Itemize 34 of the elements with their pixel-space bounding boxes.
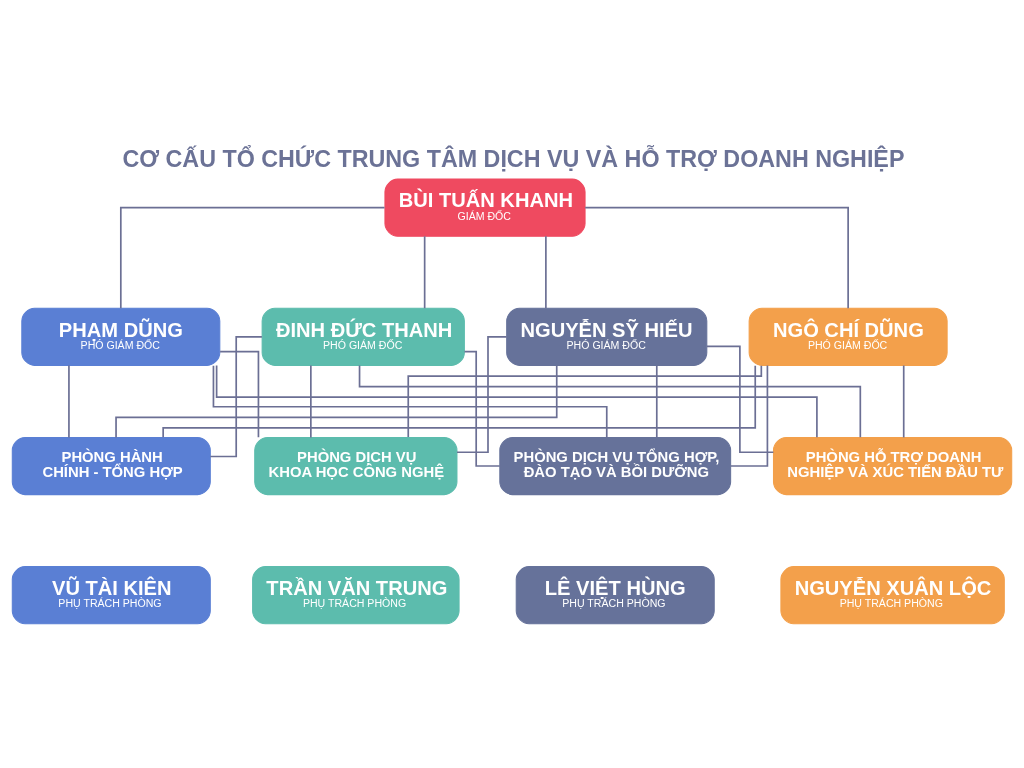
connector bbox=[584, 206, 849, 309]
node-box: PHÒNG HỖ TRỢ DOANH NGHIỆP VÀ XÚC TIẾN ĐẦU TƯ bbox=[772, 436, 1013, 495]
connector bbox=[209, 335, 263, 457]
connector bbox=[68, 364, 70, 438]
connector bbox=[115, 364, 558, 438]
connector bbox=[902, 364, 905, 438]
connector bbox=[456, 335, 508, 453]
connector bbox=[162, 364, 757, 438]
connector bbox=[706, 345, 775, 453]
node-box: TRẦN VĂN TRUNG PHỤ TRÁCH PHÒNG bbox=[252, 565, 460, 624]
connector bbox=[655, 364, 658, 438]
node-box: PHÒNG DỊCH VỤ TỔNG HỢP, ĐÀO TẠO VÀ BỒI DƯỠNG bbox=[499, 436, 732, 495]
node-box: LÊ VIỆT HÙNG PHỤ TRÁCH PHÒNG bbox=[515, 565, 715, 624]
connector bbox=[545, 235, 547, 309]
connector bbox=[730, 364, 769, 467]
node-box: NGUYỄN XUÂN LỘC PHỤ TRÁCH PHÒNG bbox=[780, 565, 1005, 624]
node-box: BÙI TUẤN KHANH GIÁM ĐỐC bbox=[384, 178, 586, 237]
connector bbox=[212, 364, 608, 438]
connector bbox=[358, 364, 862, 438]
connector bbox=[219, 350, 260, 438]
connector bbox=[423, 235, 426, 309]
node-box: ĐINH ĐỨC THANH PHÓ GIÁM ĐỐC bbox=[261, 307, 465, 366]
diagram-title: CƠ CẤU TỔ CHỨC TRUNG TÂM DỊCH VỤ VÀ HỖ TRỢ DOANH NGHIỆP bbox=[122, 145, 905, 172]
connector bbox=[407, 364, 763, 438]
node-box: VŨ TÀI KIÊN PHỤ TRÁCH PHÒNG bbox=[11, 565, 211, 624]
connector bbox=[463, 350, 501, 467]
connector bbox=[310, 364, 312, 438]
node-box: PHÒNG DỊCH VỤ KHOA HỌC CÔNG NGHỆ bbox=[254, 436, 458, 495]
node-box: PHÒNG HÀNH CHÍNH - TỔNG HỢP bbox=[11, 436, 211, 495]
node-box: NGÔ CHÍ DŨNG PHÓ GIÁM ĐỐC bbox=[748, 307, 948, 366]
node-box: PHẠM DŨNG PHÓ GIÁM ĐỐC bbox=[21, 307, 221, 366]
connector bbox=[215, 364, 818, 438]
node-box: NGUYỄN SỸ HIẾU PHÓ GIÁM ĐỐC bbox=[506, 307, 708, 366]
connector bbox=[119, 206, 386, 309]
